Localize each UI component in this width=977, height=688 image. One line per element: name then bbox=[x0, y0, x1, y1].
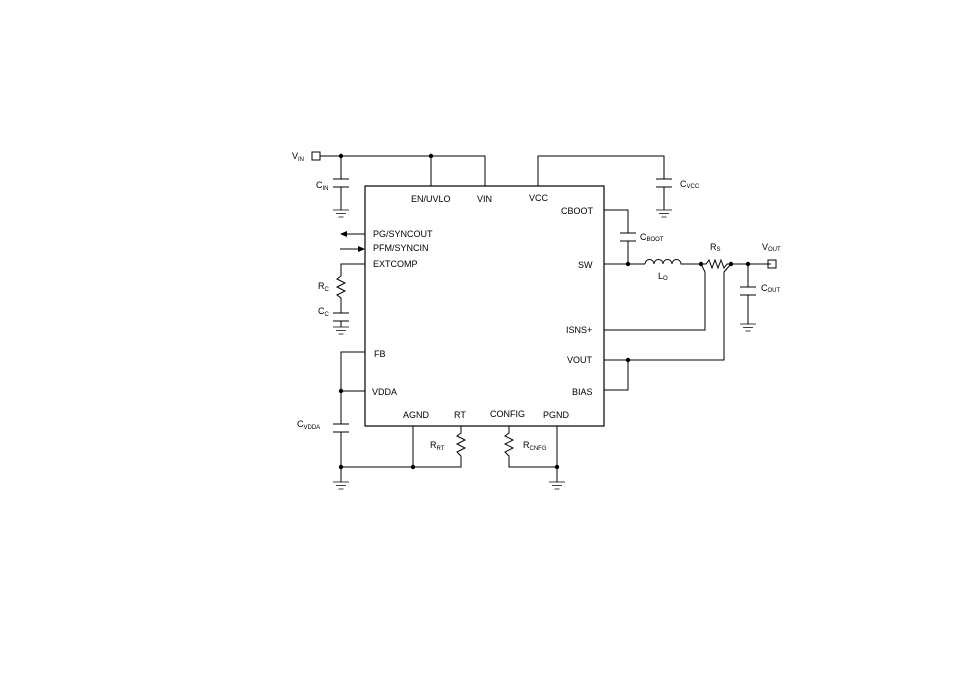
junction-dot bbox=[428, 153, 434, 159]
pin-sw: SW bbox=[578, 260, 593, 270]
rcnfg-resistor bbox=[503, 426, 557, 468]
label-cboot: CBOOT bbox=[640, 232, 664, 243]
pin-fb: FB bbox=[374, 349, 386, 359]
ground-icon bbox=[333, 481, 349, 490]
junction-dot bbox=[338, 388, 344, 394]
output-arrow-icon bbox=[340, 231, 347, 237]
cboot-plates bbox=[620, 232, 636, 242]
ground-icon bbox=[333, 326, 349, 335]
label-rc: RC bbox=[318, 281, 330, 293]
junction-dot bbox=[410, 464, 416, 470]
label-rs: RS bbox=[710, 242, 721, 253]
pin-pg-syncout: PG/SYNCOUT bbox=[373, 229, 433, 239]
bias-wire bbox=[604, 360, 629, 391]
pin-en-uvlo: EN/UVLO bbox=[411, 194, 451, 204]
input-arrow-icon bbox=[358, 246, 365, 252]
vcc-wire bbox=[537, 155, 665, 210]
junction-dot bbox=[625, 261, 631, 267]
pin-rt: RT bbox=[454, 410, 466, 420]
ground-icon bbox=[656, 209, 672, 218]
cc-plates bbox=[333, 312, 349, 322]
fb-wire bbox=[340, 351, 365, 467]
pin-agnd: AGND bbox=[403, 410, 430, 420]
rc-resistor bbox=[335, 275, 347, 327]
label-cc: CC bbox=[318, 306, 330, 318]
extcomp-wire bbox=[340, 263, 365, 276]
label-cvdda: CVDDA bbox=[297, 419, 320, 431]
label-vin: VIN bbox=[292, 151, 304, 163]
vin-rail-wire bbox=[320, 155, 486, 186]
agnd-return-wire bbox=[341, 456, 462, 468]
pin-vout: VOUT bbox=[567, 355, 593, 365]
ground-icon bbox=[549, 481, 565, 490]
pin-extcomp: EXTCOMP bbox=[373, 259, 418, 269]
vout-terminal bbox=[767, 259, 777, 269]
pin-cboot: CBOOT bbox=[561, 206, 594, 216]
pin-vin: VIN bbox=[477, 194, 492, 204]
label-rrt: RRT bbox=[430, 440, 445, 452]
junction-dot bbox=[625, 357, 631, 363]
rrt-resistor bbox=[455, 426, 467, 457]
pin-pgnd: PGND bbox=[543, 410, 570, 420]
ic-body bbox=[364, 185, 605, 427]
label-cout: COUT bbox=[761, 283, 781, 294]
pin-pfm-syncin: PFM/SYNCIN bbox=[373, 243, 429, 253]
pin-config: CONFIG bbox=[490, 409, 525, 419]
cvcc-plates bbox=[656, 178, 672, 188]
ground-icon bbox=[740, 323, 756, 332]
ground-icon bbox=[333, 209, 349, 218]
vin-terminal bbox=[311, 151, 321, 161]
label-lo: LO bbox=[658, 271, 668, 282]
isns-wire bbox=[604, 263, 706, 331]
cvdda-plates bbox=[333, 423, 349, 433]
cboot-wire bbox=[604, 209, 629, 264]
pin-vdda: VDDA bbox=[372, 387, 397, 397]
label-vout: VOUT bbox=[762, 242, 781, 253]
pin-bias: BIAS bbox=[572, 387, 593, 397]
cin-plates bbox=[333, 178, 349, 188]
label-rcnfg: RCNFG bbox=[523, 440, 547, 452]
pin-vcc: VCC bbox=[529, 193, 549, 203]
label-cin: CIN bbox=[316, 180, 329, 192]
label-cvcc: CVCC bbox=[680, 179, 700, 190]
lo-inductor bbox=[644, 259, 701, 265]
junction-dot bbox=[554, 464, 560, 470]
cout-plates bbox=[740, 286, 756, 296]
vout-sense-wire bbox=[604, 263, 732, 361]
rs-resistor bbox=[701, 258, 771, 270]
pin-isns: ISNS+ bbox=[566, 325, 592, 335]
